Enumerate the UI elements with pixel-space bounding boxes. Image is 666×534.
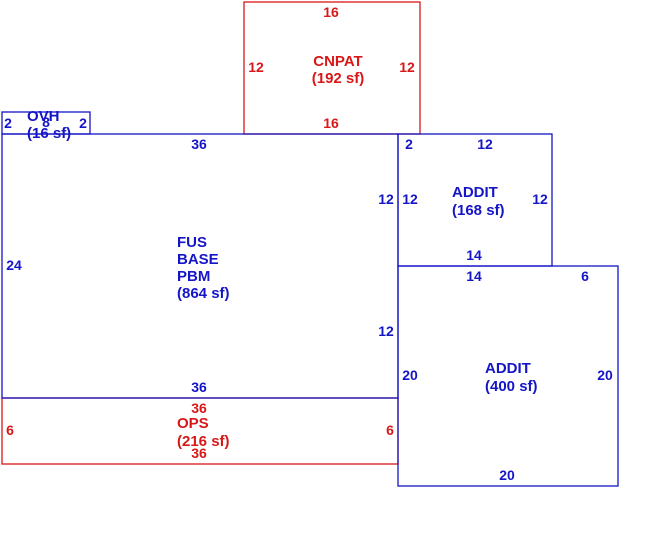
addit-upper-area: (168 sf) [452,202,505,219]
addit-upper-dim-top: 12 [477,136,493,152]
fus-dim-right-lower: 12 [378,323,394,339]
cnpat-dim-left: 12 [248,59,264,75]
addit-lower-dim-bottom: 20 [499,467,515,483]
fus-dim-top: 36 [191,136,207,152]
addit-lower-dim-right: 20 [597,367,613,383]
cnpat-area: (192 sf) [312,70,365,87]
addit-upper-dim-top-left: 2 [405,136,413,152]
fus-dim-bottom: 36 [191,379,207,395]
fus-dim-right-upper: 12 [378,191,394,207]
cnpat-name: CNPAT [313,53,362,70]
addit-upper-dim-bottom: 14 [466,247,482,263]
addit-upper-dim-left: 12 [402,191,418,207]
ovh-dim-left: 2 [4,115,12,131]
ovh-dim-top: 8 [42,114,50,130]
fus-label-line3: PBM [177,268,210,285]
addit-lower-outline [397,265,619,487]
fus-dim-left: 24 [6,257,22,273]
addit-lower-dim-top: 14 [466,268,482,284]
ops-dim-right: 6 [386,422,394,438]
addit-lower-dim-left: 20 [402,367,418,383]
ovh-name: OVH [27,108,60,125]
ops-dim-left: 6 [6,422,14,438]
cnpat-dim-right: 12 [399,59,415,75]
ops-area: (216 sf) [177,433,230,450]
ovh-area: (16 sf) [27,125,71,142]
fus-label-line1: FUS [177,234,207,251]
ovh-outline [1,111,91,135]
fus-area: (864 sf) [177,285,230,302]
ops-dim-top: 36 [191,400,207,416]
cnpat-dim-top: 16 [323,4,339,20]
addit-lower-area: (400 sf) [485,378,538,395]
addit-upper-dim-right: 12 [532,191,548,207]
addit-lower-dim-top-right: 6 [581,268,589,284]
cnpat-dim-bottom: 16 [323,115,339,131]
ovh-dim-right: 2 [79,115,87,131]
ops-dim-bottom: 36 [191,445,207,461]
ops-name: OPS [177,415,209,432]
addit-lower-name: ADDIT [485,360,531,377]
fus-label-line2: BASE [177,251,219,268]
addit-upper-name: ADDIT [452,184,498,201]
